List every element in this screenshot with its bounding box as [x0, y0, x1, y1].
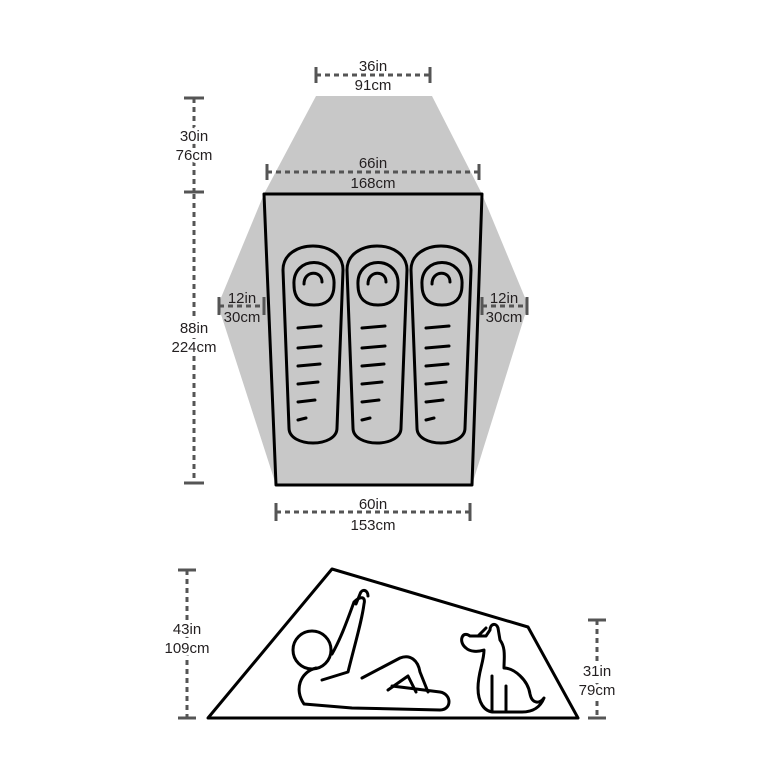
- peak-height-imperial: 43in: [173, 621, 201, 638]
- length-metric: 224cm: [171, 339, 216, 356]
- person-icon: [291, 588, 451, 712]
- foot-height-imperial: 31in: [583, 663, 611, 680]
- vestibule-depth-imperial: 30in: [180, 128, 208, 145]
- floor-plan: 36in 91cm 66in 168cm 30in 76cm 88in 224c…: [168, 58, 529, 534]
- top-width-imperial: 36in: [359, 58, 387, 75]
- foot-width-imperial: 60in: [359, 496, 387, 513]
- dimension-foot-width: 60in 153cm: [274, 496, 472, 534]
- peak-height-metric: 109cm: [164, 640, 209, 657]
- dog-icon: [460, 622, 546, 714]
- tent-side-profile: [206, 567, 580, 720]
- top-width-metric: 91cm: [355, 77, 392, 94]
- dimension-head-width: 66in 168cm: [265, 155, 481, 192]
- tent-floor: [262, 192, 484, 487]
- right-side-imperial: 12in: [490, 290, 518, 307]
- dimension-vestibule-depth: 30in 76cm: [173, 96, 215, 194]
- dimension-length: 88in 224cm: [168, 194, 220, 485]
- head-width-metric: 168cm: [350, 175, 395, 192]
- sleeping-bag-icon: [281, 244, 345, 445]
- left-side-metric: 30cm: [224, 309, 261, 326]
- side-view: 43in 109cm 31in 79cm: [161, 567, 618, 720]
- left-side-imperial: 12in: [228, 290, 256, 307]
- head-width-imperial: 66in: [359, 155, 387, 172]
- dimension-right-side: 12in 30cm: [480, 290, 529, 326]
- sleeping-bags: [281, 244, 473, 445]
- dimension-foot-height: 31in 79cm: [576, 618, 618, 720]
- dimension-top-width: 36in 91cm: [314, 58, 432, 94]
- vestibule-depth-metric: 76cm: [176, 147, 213, 164]
- dimension-peak-height: 43in 109cm: [161, 568, 213, 720]
- foot-height-metric: 79cm: [579, 682, 616, 699]
- sleeping-bag-icon: [345, 244, 409, 445]
- sleeping-bag-icon: [409, 244, 473, 445]
- right-side-metric: 30cm: [486, 309, 523, 326]
- foot-width-metric: 153cm: [350, 517, 395, 534]
- dimension-left-side: 12in 30cm: [217, 290, 266, 326]
- length-imperial: 88in: [180, 320, 208, 337]
